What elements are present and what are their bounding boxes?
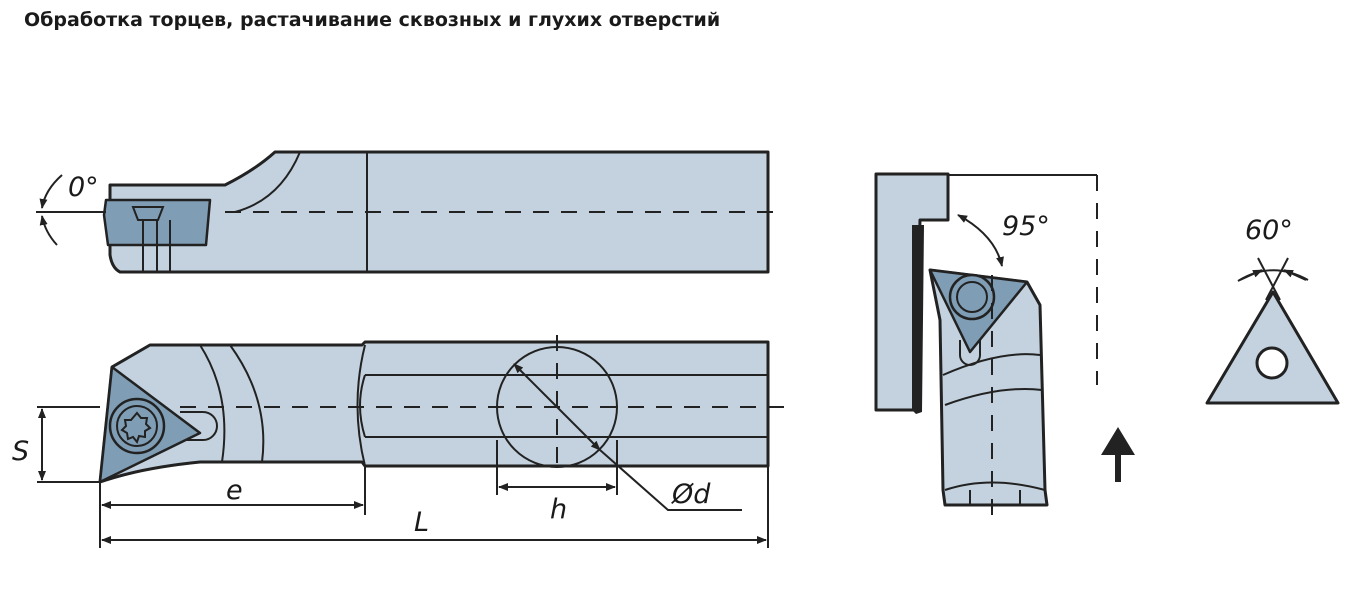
- dim-s-label: S: [12, 436, 29, 467]
- dim-d-label: Ød: [671, 479, 711, 510]
- angle-top-label: 0°: [68, 172, 99, 203]
- insert-shape: 60°: [1205, 215, 1340, 405]
- dim-l-label: L: [414, 507, 429, 538]
- top-view: 0°: [36, 150, 785, 274]
- dim-h-label: h: [550, 494, 567, 525]
- angle-approach-label: 95°: [1002, 211, 1050, 242]
- facing-schematic: 95°: [874, 172, 1135, 518]
- angle-insert-label: 60°: [1245, 215, 1293, 246]
- feed-direction-arrow-icon: [1101, 427, 1135, 482]
- page-title: Обработка торцев, растачивание сквозных …: [24, 9, 721, 31]
- plan-view: S e L h Ød: [12, 335, 785, 548]
- dim-e-label: e: [226, 475, 243, 506]
